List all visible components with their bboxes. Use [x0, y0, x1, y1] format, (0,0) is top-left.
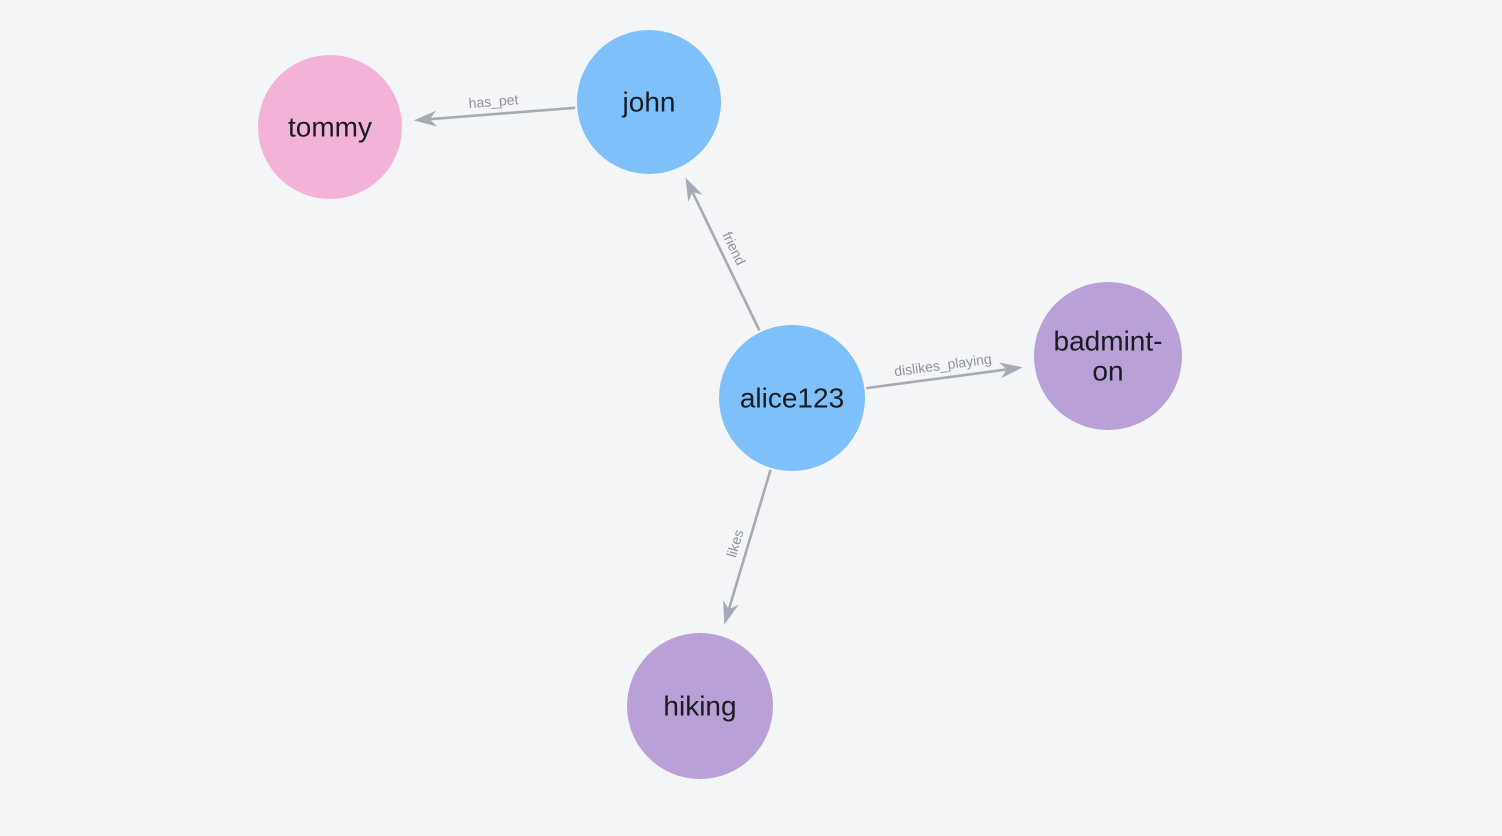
node-circle[interactable]	[719, 325, 865, 471]
graph-node-tommy[interactable]: tommy	[258, 55, 402, 199]
graph-edge-has_pet[interactable]: has_pet	[413, 91, 576, 127]
node-circle[interactable]	[627, 633, 773, 779]
graph-edge-dislikes_playing[interactable]: dislikes_playing	[866, 350, 1023, 390]
edge-label: likes	[723, 528, 746, 559]
edge-line[interactable]	[691, 191, 761, 332]
edge-arrowhead-icon	[685, 177, 703, 202]
edge-label: has_pet	[468, 91, 519, 111]
graph-node-john[interactable]: john	[577, 30, 721, 174]
node-circle[interactable]	[1034, 282, 1182, 430]
graph-node-hiking[interactable]: hiking	[627, 633, 773, 779]
edge-arrowhead-icon	[723, 600, 739, 625]
edge-arrowhead-icon	[998, 362, 1023, 379]
node-circle[interactable]	[577, 30, 721, 174]
edge-line[interactable]	[429, 106, 576, 121]
graph-node-badminton[interactable]: badmint-on	[1034, 282, 1182, 430]
edge-line[interactable]	[866, 368, 1008, 390]
node-circle[interactable]	[258, 55, 402, 199]
graph-edge-likes[interactable]: likes	[723, 469, 772, 625]
edge-arrowhead-icon	[413, 110, 438, 127]
edge-line[interactable]	[727, 469, 772, 610]
graph-node-alice123[interactable]: alice123	[719, 325, 865, 471]
